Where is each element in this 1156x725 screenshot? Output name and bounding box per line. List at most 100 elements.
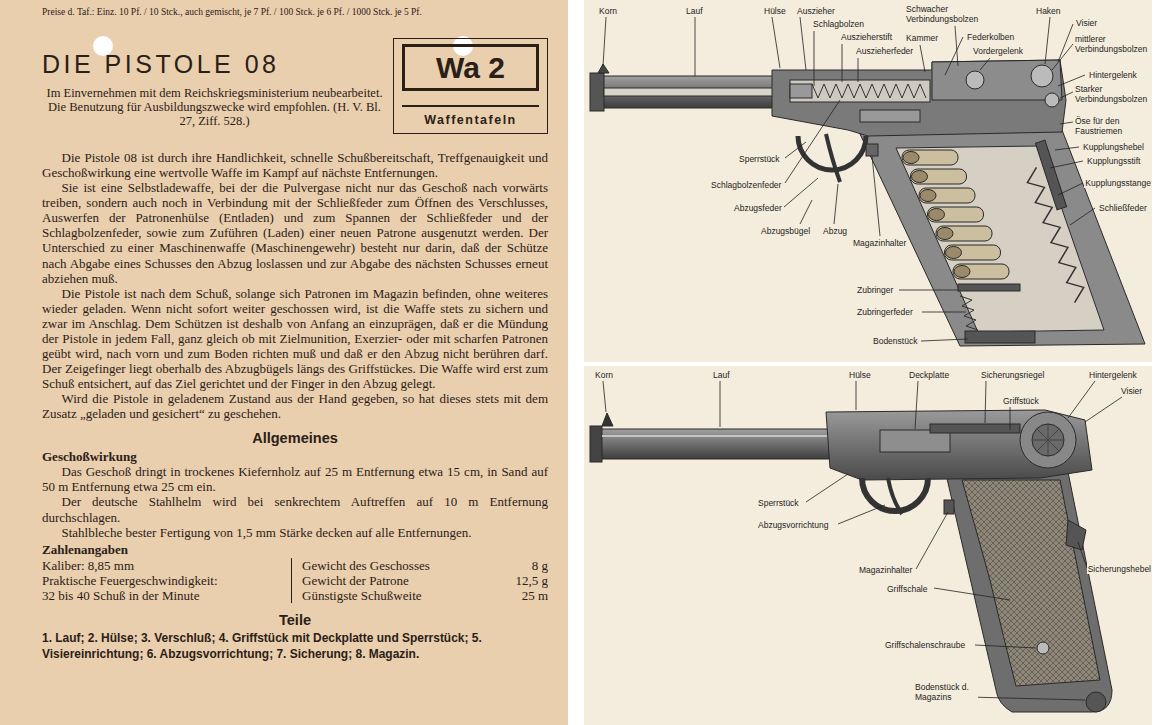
part-label: Öse für den Faustriemen xyxy=(1074,116,1152,136)
side-view-pistol xyxy=(962,480,1100,686)
part-label: Haken xyxy=(1035,6,1062,16)
cartridges xyxy=(937,228,953,240)
leader-line xyxy=(980,58,990,70)
side-view-pistol xyxy=(944,500,954,514)
leader-line xyxy=(814,31,815,86)
leader-line xyxy=(1055,147,1079,150)
cartridges xyxy=(902,150,1009,279)
part-label: Visier xyxy=(1075,18,1098,28)
part-label: Abzugsbügel xyxy=(760,226,811,236)
side-view-pistol xyxy=(1066,520,1086,550)
side-view-pistol xyxy=(602,435,830,437)
part-label: Deckplatte xyxy=(908,370,950,380)
side-view-pistol xyxy=(1032,424,1064,456)
leader-line xyxy=(975,645,1036,648)
leader-line xyxy=(806,474,848,502)
paragraph: Die Pistole 08 ist durch ihre Handlichke… xyxy=(42,150,548,180)
side-view-pistol xyxy=(602,413,613,426)
part-label: Lauf xyxy=(685,6,704,16)
cutaway-pistol xyxy=(866,144,878,156)
cutaway-pistol xyxy=(966,71,984,89)
part-label: mittlerer Verbindungsbolzen xyxy=(1074,34,1152,54)
leader-line xyxy=(784,178,818,207)
side-view-pistol xyxy=(826,410,1092,480)
leader-line xyxy=(1060,92,1073,98)
cutaway-pistol xyxy=(790,80,930,102)
leader-line xyxy=(922,312,966,313)
part-label: Hülse xyxy=(848,370,872,380)
part-label: Auszieher xyxy=(796,6,836,16)
leader-line xyxy=(945,37,963,75)
part-label: Kupplungshebel xyxy=(1082,142,1145,152)
cartridges xyxy=(928,207,984,222)
series-box: Wa 2Waffentafeln xyxy=(393,38,548,134)
part-label: Visier xyxy=(1120,386,1143,396)
side-view-pistol xyxy=(594,429,830,459)
paragraph: Sie ist eine Selbstladewaffe, bei der di… xyxy=(42,180,548,286)
side-view-pistol xyxy=(930,424,1020,433)
table-cell: Gewicht der Patrone xyxy=(292,573,490,588)
cartridges xyxy=(936,226,992,241)
cutaway-pistol xyxy=(965,331,1035,343)
leader-line xyxy=(785,100,840,183)
cartridges xyxy=(911,169,967,184)
cutaway-pistol xyxy=(790,84,812,98)
cutaway-pistol xyxy=(598,64,609,73)
paper xyxy=(584,366,1152,725)
leader-line xyxy=(1050,161,1083,168)
side-view-pistol xyxy=(888,478,902,514)
data-table: Kaliber: 8,85 mmGewicht des Geschosses8 … xyxy=(42,558,548,603)
side-view-pistol xyxy=(945,470,1112,712)
part-label: Hintergelenk xyxy=(1088,70,1138,80)
cartridges xyxy=(954,266,970,278)
paragraph: Stahlbleche bester Fertigung von 1,5 mm … xyxy=(42,525,548,540)
part-label: Abzug xyxy=(822,226,848,236)
part-label: Griffschale xyxy=(886,584,928,594)
part-label: Sicherungshebel xyxy=(1087,564,1152,574)
side-view-pistol xyxy=(1086,692,1106,712)
part-label: Abzugsvorrichtung xyxy=(757,520,829,530)
leader-line xyxy=(1010,407,1011,430)
leader-line xyxy=(1085,397,1122,422)
paper xyxy=(0,0,568,725)
leader-line xyxy=(1058,183,1083,195)
part-label: Bodenstück xyxy=(872,336,918,346)
leader-line xyxy=(934,588,1010,600)
section-heading: Allgemeines xyxy=(42,430,548,447)
side-view-pistol xyxy=(1037,642,1049,654)
part-label: Kupplungsstift xyxy=(1086,156,1141,166)
table-cell: Gewicht des Geschosses xyxy=(292,558,490,573)
cutaway-pistol xyxy=(772,60,1066,136)
paragraph: Die Pistole ist nach dem Schuß, solange … xyxy=(42,286,548,392)
cartridges xyxy=(946,247,962,259)
leader-line xyxy=(1078,542,1087,568)
part-label: Korn xyxy=(598,6,618,16)
part-label: Lauf xyxy=(712,370,731,380)
paragraph: Das Geschoß dringt in trockenes Kiefernh… xyxy=(42,464,548,494)
table-cell: 32 bis 40 Schuß in der Minute xyxy=(42,588,292,603)
part-label: Schwacher Verbindungsbolzen xyxy=(905,4,993,24)
part-label: Auszieherstift xyxy=(840,32,893,42)
leader-line xyxy=(985,381,986,423)
leader-line xyxy=(1070,208,1095,225)
part-label: Magazinhalter xyxy=(852,238,907,248)
cutaway-pistol xyxy=(932,60,1062,100)
cartridges xyxy=(903,152,919,164)
table-cell: 25 m xyxy=(490,588,548,603)
subtitle: Im Einvernehmen mit dem Reichskriegsmini… xyxy=(42,86,387,128)
part-label: Zubringer xyxy=(856,285,894,295)
table-cell: Praktische Feuergeschwindigkeit: xyxy=(42,573,292,588)
leader-line xyxy=(695,17,696,76)
leader-line xyxy=(838,505,885,524)
leader-line xyxy=(915,381,918,429)
cutaway-pistol xyxy=(826,134,840,182)
part-label: Korn xyxy=(594,370,614,380)
cutaway-pistol xyxy=(1035,140,1066,210)
cutaway-pistol xyxy=(958,284,1020,291)
section-heading: Teile xyxy=(42,612,548,629)
part-label: Auszieherfeder xyxy=(855,46,914,56)
cutaway-pistol xyxy=(590,60,1145,346)
side-view-pistol xyxy=(1020,412,1076,468)
